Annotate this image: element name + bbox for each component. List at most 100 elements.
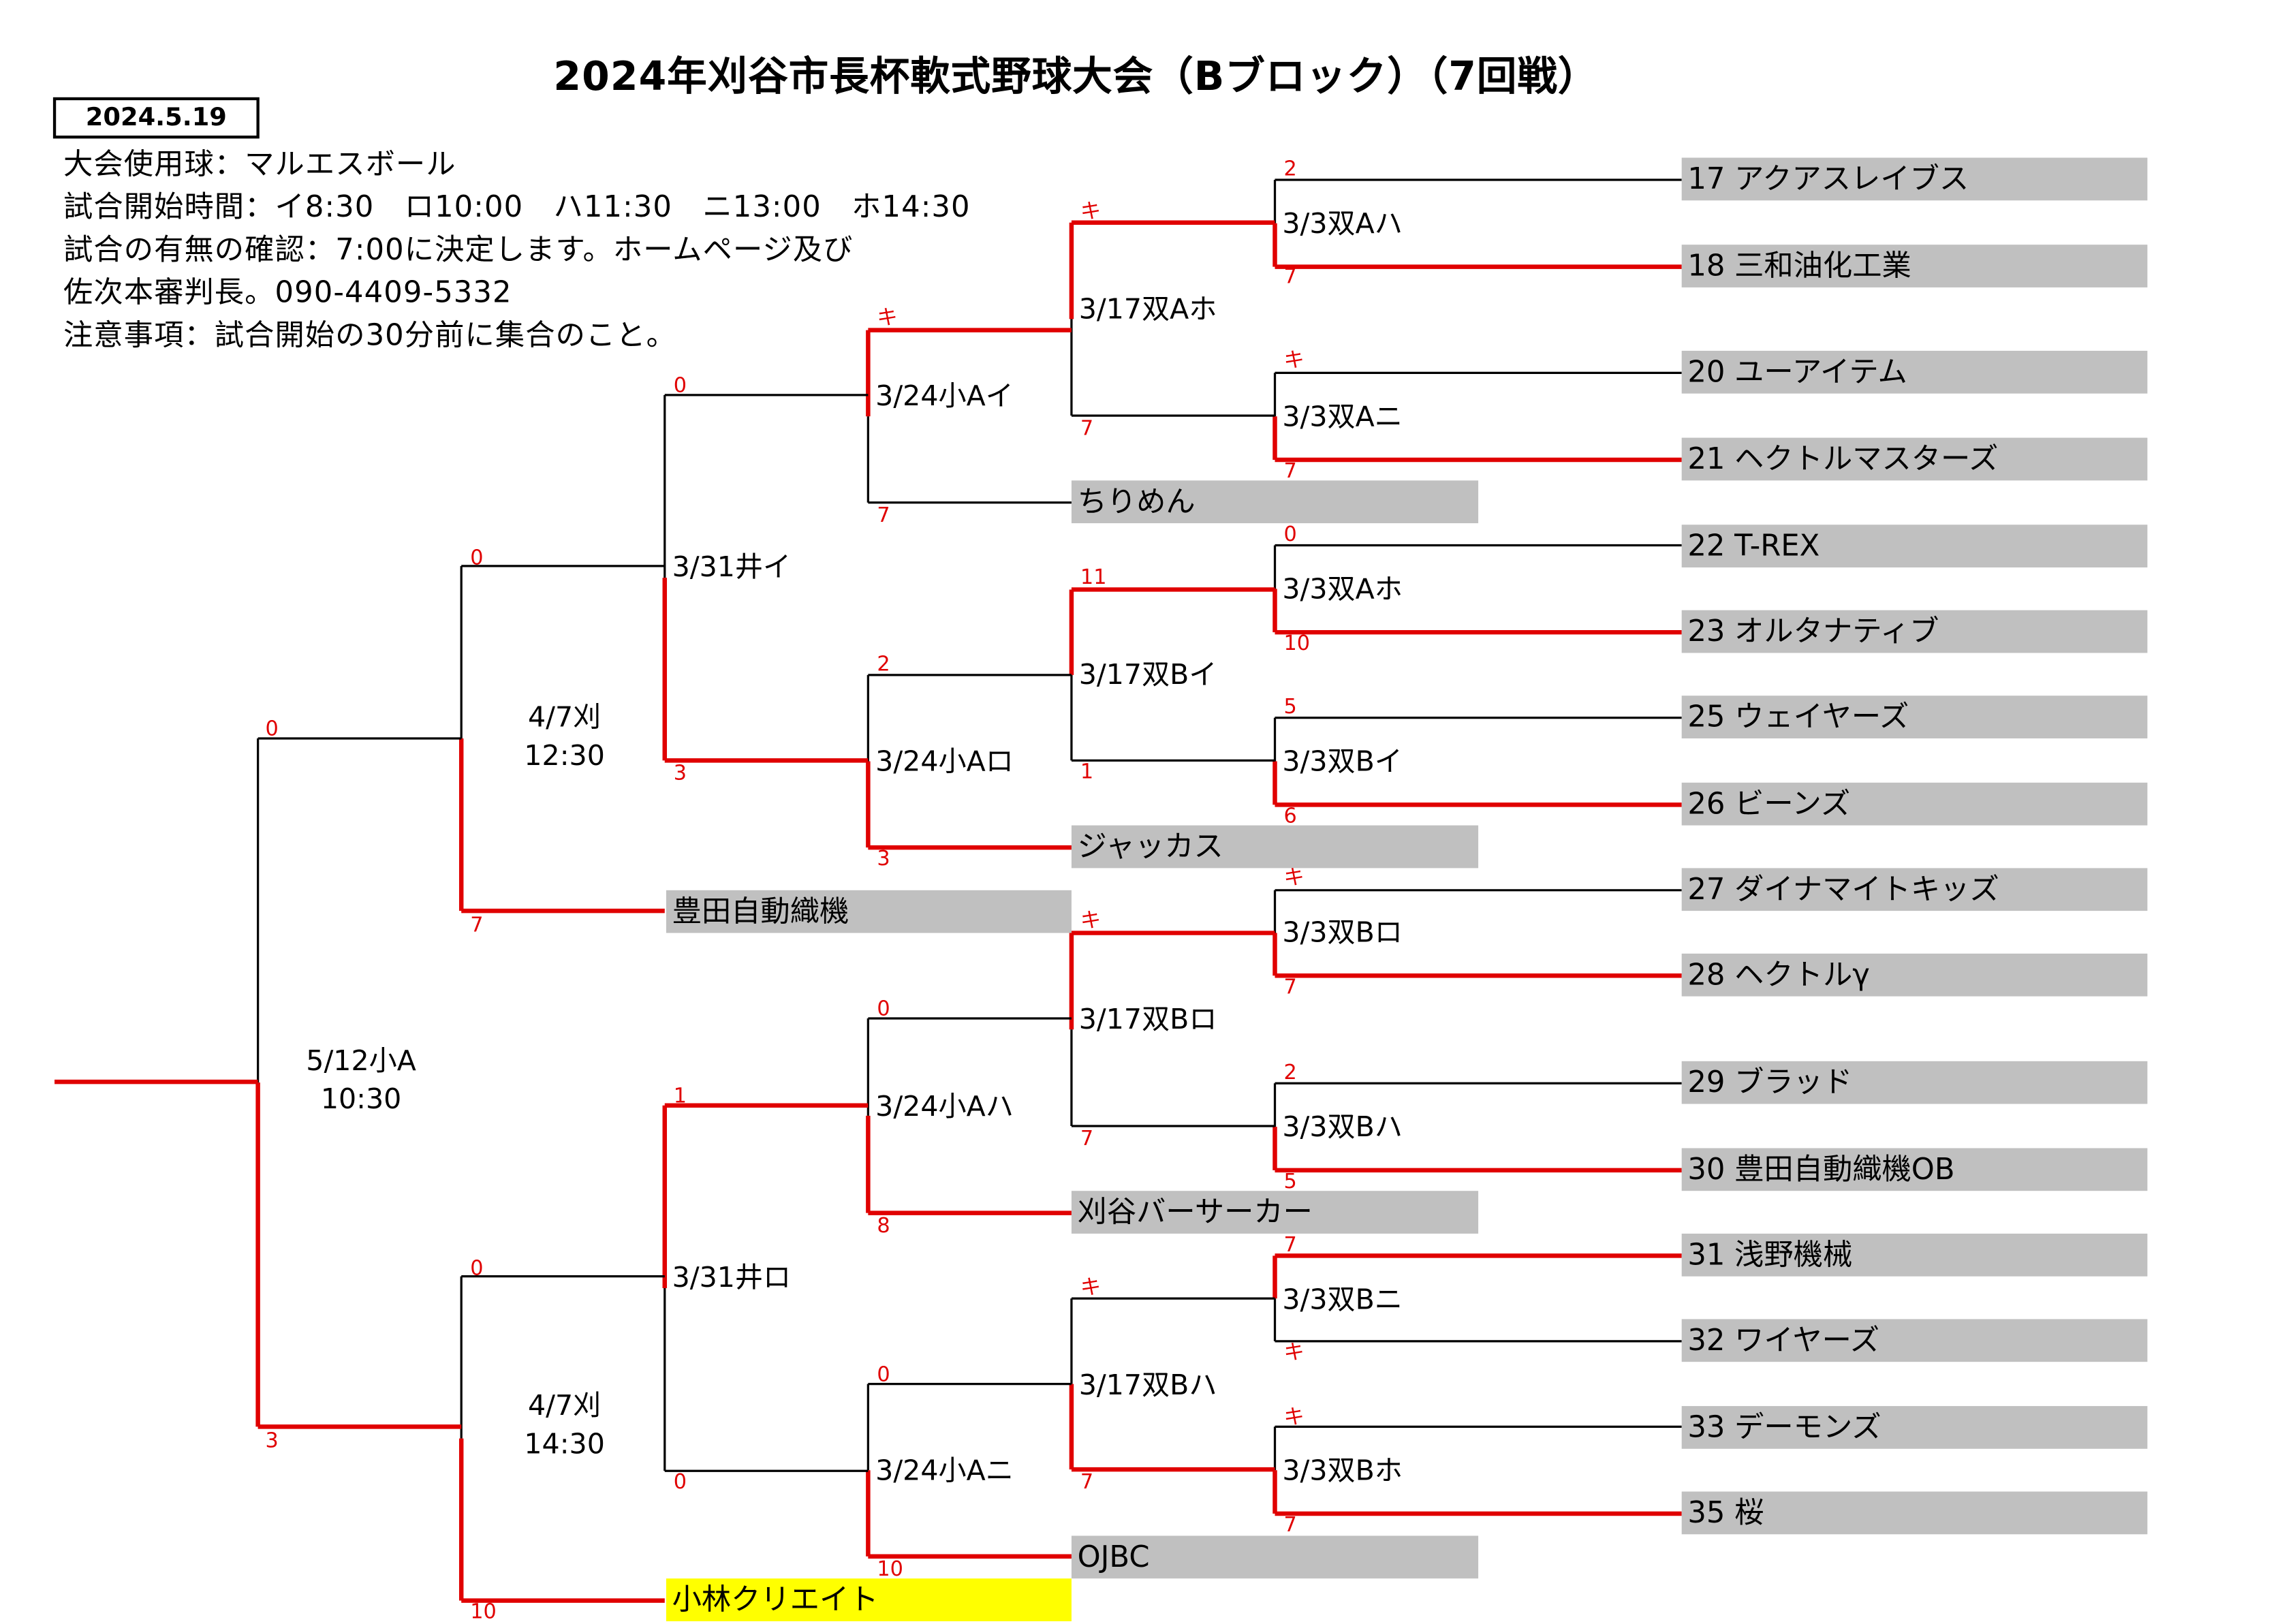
match-r3-2: 3/24小Aロ xyxy=(875,745,1014,779)
score-20: キ xyxy=(1283,349,1305,373)
team-kobayashi-create: 小林クリエイト xyxy=(666,1578,1072,1621)
score-r2-1-top: キ xyxy=(1080,200,1102,224)
team-33: 33 デーモンズ xyxy=(1681,1406,2148,1449)
match-r1-b-i: 3/3双Bイ xyxy=(1282,745,1403,779)
score-r2-2-bottom: 1 xyxy=(1080,760,1094,785)
team-ojbc: OJBC xyxy=(1071,1535,1479,1579)
team-28: 28 ヘクトルγ xyxy=(1681,953,2148,997)
match-r5-2-date: 4/7刈 xyxy=(528,1390,602,1422)
match-r4-1: 3/31井イ xyxy=(672,551,792,584)
score-35: 7 xyxy=(1283,1514,1297,1537)
team-25: 25 ウェイヤーズ xyxy=(1681,696,2148,738)
match-r1-b-ni: 3/3双Bニ xyxy=(1282,1283,1403,1317)
match-r1-a-ha: 3/3双Aハ xyxy=(1282,208,1403,240)
team-32: 32 ワイヤーズ xyxy=(1681,1319,2148,1362)
score-31: 7 xyxy=(1283,1233,1297,1258)
score-r3-3-bottom: 8 xyxy=(877,1214,890,1238)
score-26: 6 xyxy=(1283,805,1297,828)
team-toyota-loom: 豊田自動織機 xyxy=(666,890,1072,933)
match-r5-1-date: 4/7刈 xyxy=(528,701,602,734)
score-r5-2-top: 0 xyxy=(470,1257,484,1281)
match-r3-1: 3/24小Aイ xyxy=(875,380,1014,413)
score-final-top: 0 xyxy=(265,717,279,742)
match-r1-a-ni: 3/3双Aニ xyxy=(1282,401,1403,434)
match-r2-2: 3/17双Bイ xyxy=(1078,659,1217,691)
team-21: 21 ヘクトルマスターズ xyxy=(1681,437,2148,481)
score-r4-1-top: 0 xyxy=(673,374,687,399)
match-r2-1: 3/17双Aホ xyxy=(1078,293,1217,326)
score-r2-4-bottom: 7 xyxy=(1080,1471,1094,1495)
score-r4-2-top: 1 xyxy=(673,1084,687,1109)
score-r3-1-top: キ xyxy=(877,307,898,330)
score-23: 10 xyxy=(1283,632,1311,656)
team-22: 22 T-REX xyxy=(1681,525,2148,567)
match-r2-3: 3/17双Bロ xyxy=(1078,1003,1217,1037)
score-r2-1-bottom: 7 xyxy=(1080,417,1094,441)
match-r1-b-ho: 3/3双Bホ xyxy=(1282,1454,1403,1488)
date-box: 2024.5.19 xyxy=(52,97,260,139)
score-r2-2-top: 11 xyxy=(1080,565,1107,590)
score-21: 7 xyxy=(1283,460,1297,484)
score-r5-1-top: 0 xyxy=(470,546,484,571)
score-25: 5 xyxy=(1283,696,1297,719)
score-22: 0 xyxy=(1283,523,1297,547)
score-17: 2 xyxy=(1283,157,1297,182)
score-r3-4-top: 0 xyxy=(877,1363,890,1387)
match-r1-b-ha: 3/3双Bハ xyxy=(1282,1111,1403,1144)
score-r3-3-top: 0 xyxy=(877,997,890,1022)
team-26: 26 ビーンズ xyxy=(1681,782,2148,826)
score-r3-1-bottom: 7 xyxy=(877,503,890,528)
match-r1-a-ho: 3/3双Aホ xyxy=(1282,573,1403,606)
score-r5-1-bottom: 7 xyxy=(470,914,484,938)
team-kariya-berserker: 刈谷バーサーカー xyxy=(1071,1191,1479,1234)
score-28: 7 xyxy=(1283,975,1297,999)
match-r5-2-time: 14:30 xyxy=(524,1428,605,1461)
match-r3-3: 3/24小Aハ xyxy=(875,1091,1014,1123)
score-r4-2-bottom: 0 xyxy=(673,1471,687,1495)
score-r5-2-bottom: 10 xyxy=(470,1600,497,1624)
score-32: キ xyxy=(1283,1341,1305,1365)
match-final-date: 5/12小A xyxy=(306,1044,416,1078)
score-r3-4-bottom: 10 xyxy=(877,1557,903,1582)
score-r2-3-top: キ xyxy=(1080,909,1102,933)
score-33: キ xyxy=(1283,1406,1305,1430)
info-line-umpire: 佐次本審判長。090-4409-5332 xyxy=(63,274,512,310)
score-r2-4-top: キ xyxy=(1080,1276,1102,1300)
score-r3-2-top: 2 xyxy=(877,653,890,677)
score-final-bottom: 3 xyxy=(265,1429,279,1454)
match-final-time: 10:30 xyxy=(320,1083,402,1116)
score-r4-1-bottom: 3 xyxy=(673,762,687,786)
match-r3-4: 3/24小Aニ xyxy=(875,1454,1014,1488)
team-27: 27 ダイナマイトキッズ xyxy=(1681,868,2148,911)
team-20: 20 ユーアイテム xyxy=(1681,350,2148,394)
score-27: キ xyxy=(1283,866,1305,890)
team-30: 30 豊田自動織機OB xyxy=(1681,1148,2148,1191)
match-final: 5/12小A 10:30 xyxy=(287,1042,435,1119)
team-23: 23 オルタナティブ xyxy=(1681,610,2148,653)
match-r1-b-ro: 3/3双Bロ xyxy=(1282,916,1403,950)
score-30: 5 xyxy=(1283,1170,1297,1194)
page-title: 2024年刈谷市長杯軟式野球大会（Bブロック）（7回戦） xyxy=(553,54,1599,101)
score-29: 2 xyxy=(1283,1061,1297,1085)
score-18: 7 xyxy=(1283,265,1297,290)
team-17: 17 アクアスレイブス xyxy=(1681,157,2148,201)
match-r5-2: 4/7刈 14:30 xyxy=(490,1387,638,1464)
info-line-times: 試合開始時間：イ8:30 ロ10:00 ハ11:30 ニ13:00 ホ14:30 xyxy=(63,188,971,224)
team-35: 35 桜 xyxy=(1681,1491,2148,1535)
team-31: 31 浅野機械 xyxy=(1681,1233,2148,1277)
match-r4-2: 3/31井ロ xyxy=(672,1262,792,1294)
match-r5-1-time: 12:30 xyxy=(524,740,605,772)
team-chirimen: ちりめん xyxy=(1071,480,1479,524)
score-r2-3-bottom: 7 xyxy=(1080,1127,1094,1151)
info-line-notes: 注意事項：試合開始の30分前に集合のこと。 xyxy=(63,317,676,353)
info-line-ball: 大会使用球：マルエスボール xyxy=(63,146,456,182)
info-line-confirm: 試合の有無の確認：7:00に決定します。ホームページ及び xyxy=(63,231,854,267)
team-18: 18 三和油化工業 xyxy=(1681,245,2148,287)
team-jackass: ジャッカス xyxy=(1071,825,1479,869)
team-29: 29 ブラッド xyxy=(1681,1061,2148,1104)
score-r3-2-bottom: 3 xyxy=(877,847,890,871)
match-r2-4: 3/17双Bハ xyxy=(1078,1369,1217,1402)
match-r5-1: 4/7刈 12:30 xyxy=(490,699,638,776)
